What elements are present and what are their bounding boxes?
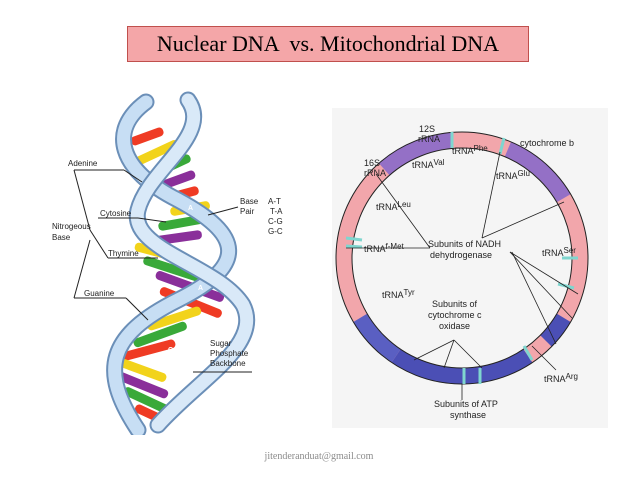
atp-label-1: Subunits of ATP — [434, 399, 498, 409]
footer-email: jitenderanduat@gmail.com — [264, 451, 374, 462]
base-pair-label-1: Base — [240, 197, 259, 206]
trna-met-label: tRNAf-Met — [364, 242, 405, 254]
ring-segment-arg — [540, 313, 571, 347]
cytochrome-b-label: cytochrome b — [520, 138, 574, 148]
dna-labels: Adenine Cytosine Nitrogeous Base Thymine… — [52, 159, 283, 368]
rrna-12s-label-a: 12S — [419, 124, 435, 134]
mito-leader-lines — [346, 151, 579, 400]
mito-ring-svg: 12S rRNA 16S rRNA tRNAPhe tRNAVal tRNAGl… — [332, 108, 608, 428]
phosphate-label: Phosphate — [210, 349, 249, 358]
cytosine-label: Cytosine — [100, 209, 132, 218]
ring-segment-cytb — [504, 141, 571, 203]
cox-label-2: cytochrome c — [428, 310, 482, 320]
base-pair — [113, 370, 169, 399]
ring-segment-atp — [391, 349, 533, 385]
rrna-16s-label-a: 16S — [364, 158, 380, 168]
atp-label-2: synthase — [450, 410, 486, 420]
trna-arg-label: tRNAArg — [544, 372, 578, 384]
cox-label-1: Subunits of — [432, 299, 478, 309]
nitrogeous-label: Nitrogeous — [52, 222, 91, 231]
trna-glu-label: tRNAGlu — [496, 169, 530, 181]
trna-val-label: tRNAVal — [412, 158, 445, 170]
trna-ser-label: tRNASer — [542, 246, 576, 258]
base-pair-label-2: Pair — [240, 207, 255, 216]
trna-tyr-label: tRNATyr — [382, 288, 415, 300]
title-box: Nuclear DNA vs. Mitochondrial DNA — [127, 26, 529, 62]
rrna-12s-label-b: rRNA — [418, 134, 440, 144]
nadh-label-2: dehydrogenase — [430, 250, 492, 260]
trna-markers — [345, 132, 578, 384]
base-pair — [135, 139, 179, 165]
cox-label-3: oxidase — [439, 321, 470, 331]
base-pair — [130, 127, 164, 146]
nuclear-dna-diagram: A A C Adenine Cytosine Nitrogeous Base T… — [38, 90, 303, 439]
mito-labels: 12S rRNA 16S rRNA tRNAPhe tRNAVal tRNAGl… — [364, 124, 578, 420]
rrna-16s-label-b: rRNA — [364, 168, 386, 178]
pair-gc-label: G-C — [268, 227, 283, 236]
trna-leu-label: tRNALeu — [376, 200, 411, 212]
pair-cg-label: C-G — [268, 217, 283, 226]
ring-segment-rrna — [378, 132, 454, 176]
trna-phe-label: tRNAPhe — [452, 144, 488, 156]
mitochondrial-dna-diagram: 12S rRNA 16S rRNA tRNAPhe tRNAVal tRNAGl… — [332, 108, 608, 428]
base-pair — [143, 256, 211, 285]
pair-at-label: A-T — [268, 197, 281, 206]
backbone-label: Backbone — [210, 359, 246, 368]
svg-text:A: A — [188, 205, 193, 212]
thymine-label: Thymine — [108, 249, 139, 258]
base-pair — [147, 306, 202, 331]
ring-segment-cox — [353, 313, 401, 363]
svg-text:C: C — [168, 347, 173, 354]
sugar-phosphate-backbone — [106, 91, 256, 439]
base-label: Base — [52, 233, 71, 242]
mito-ring — [336, 132, 588, 385]
pair-ta-label: T-A — [270, 207, 283, 216]
dna-helix-svg: A A C Adenine Cytosine Nitrogeous Base T… — [52, 91, 283, 439]
svg-text:A: A — [198, 285, 203, 292]
base-pair — [118, 339, 176, 362]
base-pair — [123, 387, 171, 414]
nadh-label-1: Subunits of NADH — [428, 239, 501, 249]
rung-letters: A A C — [168, 205, 203, 354]
guanine-label: Guanine — [84, 289, 115, 298]
adenine-label: Adenine — [68, 159, 98, 168]
base-pair — [133, 321, 187, 348]
page-title: Nuclear DNA vs. Mitochondrial DNA — [156, 31, 500, 56]
sugar-label: Sugar — [210, 339, 232, 348]
label-lines — [73, 169, 252, 373]
